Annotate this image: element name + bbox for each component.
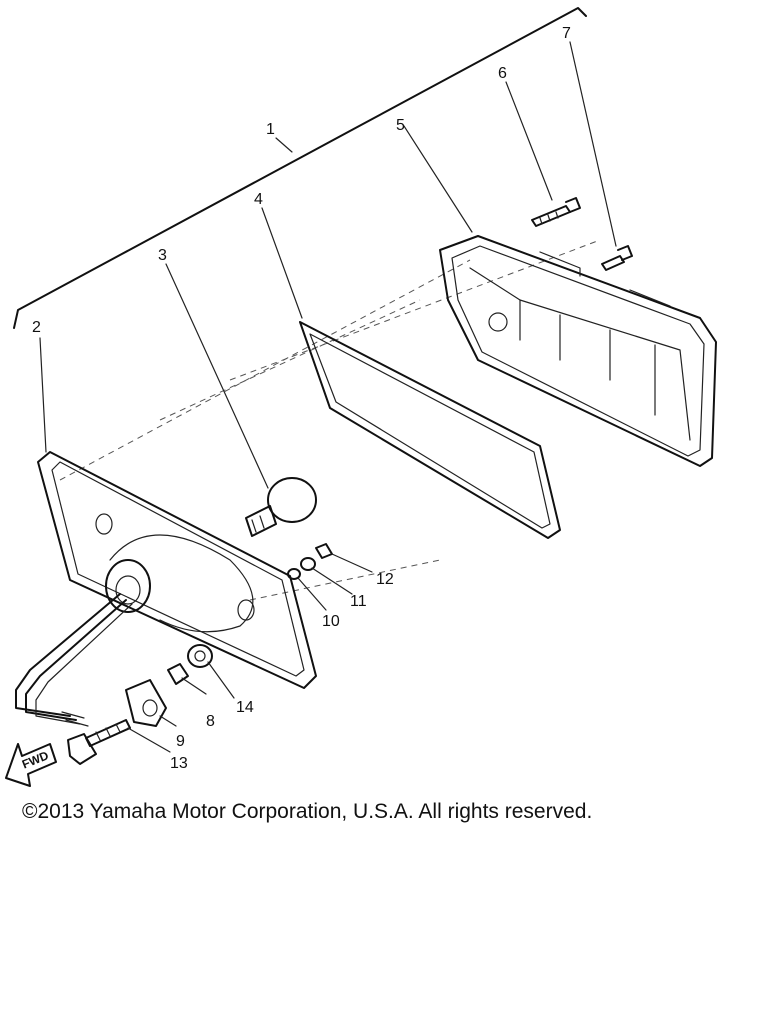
callout-4: 4 [254,191,263,208]
callout-14: 14 [236,699,254,716]
cushion-9 [125,679,167,727]
callout-11: 11 [350,593,367,610]
spacer-8 [167,663,189,685]
callout-9: 9 [176,733,185,750]
callout-8: 8 [206,713,215,730]
callout-3: 3 [158,247,167,264]
screw-6 [531,197,581,227]
alignment-lines [59,239,601,601]
wire-harness [15,593,133,727]
washers-and-nut [287,543,333,580]
base-plate [37,451,317,689]
grommet-14 [187,644,213,668]
callout-numbers: 1 2 3 4 5 6 7 8 9 10 11 12 13 14 [32,25,571,772]
callout-2: 2 [32,319,41,336]
gasket [299,321,561,539]
callout-7: 7 [562,25,571,42]
leader-lines [39,41,617,753]
callout-5: 5 [396,117,405,134]
callout-1: 1 [266,121,275,138]
callout-10: 10 [322,613,340,630]
bulb [245,477,317,537]
lens-housing [439,235,717,467]
fwd-label: FWD [20,748,51,771]
assembly-bracket [13,7,587,329]
callout-13: 13 [170,755,188,772]
fwd-arrow-icon: FWD [5,743,57,787]
callout-6: 6 [498,65,507,82]
screw-7 [601,245,633,271]
callout-12: 12 [376,571,394,588]
copyright-notice: ©2013 Yamaha Motor Corporation, U.S.A. A… [22,800,593,823]
parts-diagram: FWD 1 2 3 4 5 6 7 8 9 10 11 12 13 14 [5,7,717,787]
bolt-13 [67,719,131,765]
